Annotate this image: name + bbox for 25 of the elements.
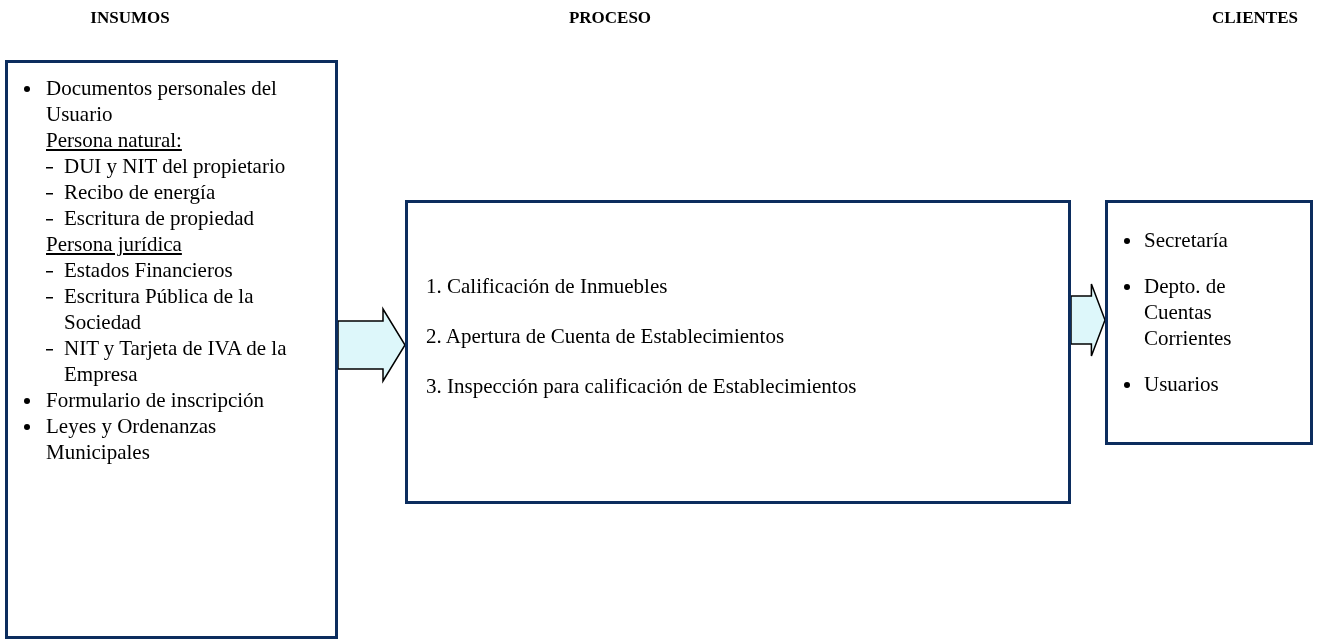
process-step: 2. Apertura de Cuenta de Establecimientos <box>426 323 1064 349</box>
list-item: Secretaría <box>1144 227 1229 253</box>
list-item: DUI y NIT del propietario <box>64 153 287 179</box>
column-heading: CLIENTES <box>1211 8 1299 28</box>
process-step: 3. Inspección para calificación de Establecimientos <box>426 373 1064 399</box>
list-item: Escritura de propiedad <box>64 205 256 231</box>
column-heading: PROCESO <box>567 8 653 28</box>
list-item: Estados Financieros <box>64 257 234 283</box>
list-item: Depto. de Cuentas Corrientes <box>1144 273 1233 351</box>
process-step: 1. Calificación de Inmuebles <box>426 273 1064 299</box>
block-arrow <box>1070 283 1106 357</box>
list-item: Usuarios <box>1144 371 1220 397</box>
column-heading: INSUMOS <box>89 8 171 28</box>
list-item: Documentos personales del Usuario <box>46 75 278 127</box>
list-item: Escritura Pública de la Sociedad <box>64 283 255 335</box>
list-item: Leyes y Ordenanzas Municipales <box>46 413 218 465</box>
input-box <box>5 60 338 639</box>
list-item: Recibo de energía <box>64 179 217 205</box>
client-box <box>1105 200 1313 445</box>
list-item: NIT y Tarjeta de IVA de la Empresa <box>64 335 288 387</box>
subheading: Persona natural: <box>46 127 183 153</box>
process-box <box>405 200 1071 504</box>
list-item: Formulario de inscripción <box>46 387 266 413</box>
block-arrow <box>337 306 406 384</box>
subheading: Persona jurídica <box>46 231 183 257</box>
